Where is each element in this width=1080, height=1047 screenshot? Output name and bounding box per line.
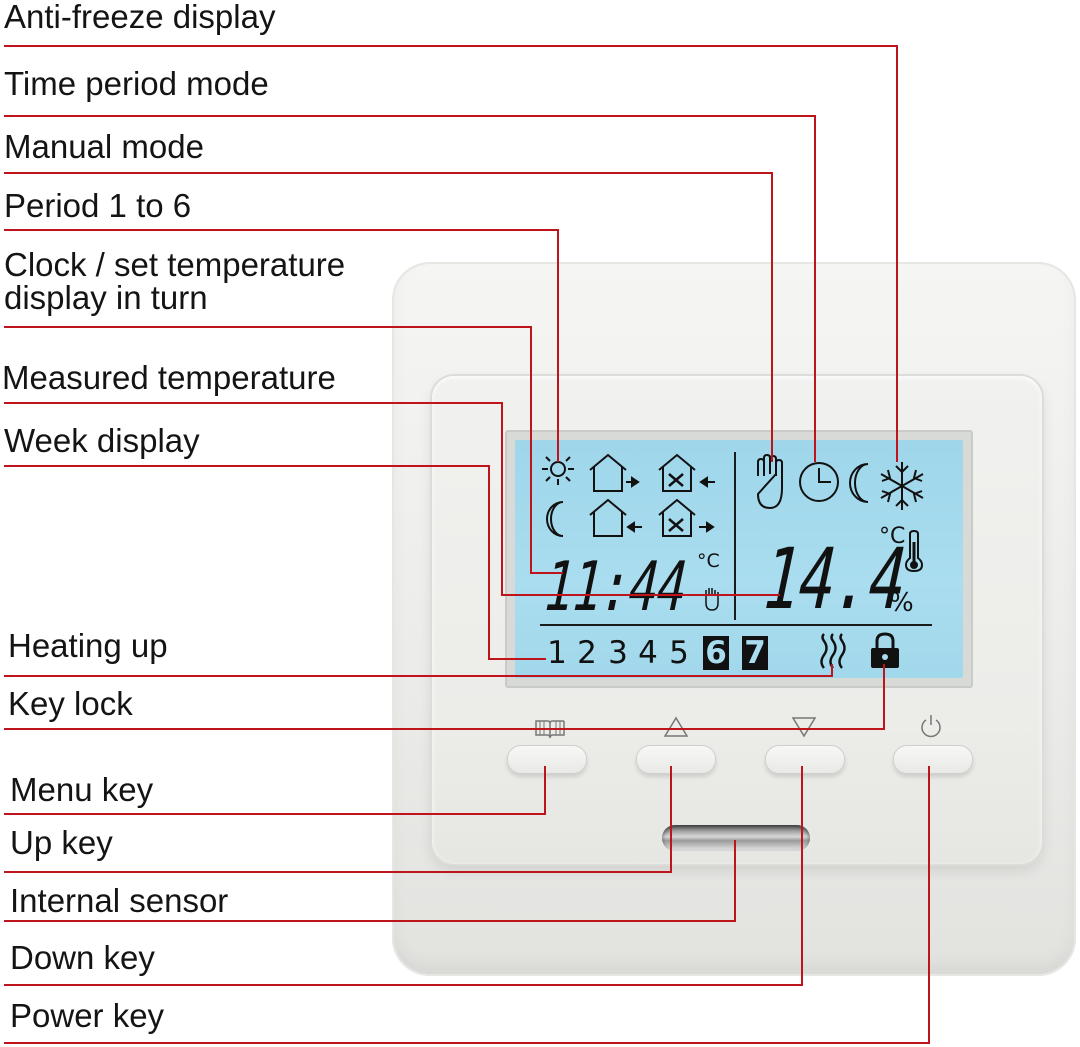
house-return-icon <box>589 498 642 537</box>
label-menu-key: Menu key <box>10 771 154 808</box>
lcd-day-3: 3 <box>608 635 628 671</box>
lcd-day-1: 1 <box>547 635 567 671</box>
label-clock-line1: Clock / set temperature <box>4 246 346 283</box>
label-heating-up: Heating up <box>8 627 168 664</box>
lcd-day-7: 7 <box>742 636 768 670</box>
lcd-divider-vertical <box>734 452 736 620</box>
moon-icon-secondary <box>849 463 869 503</box>
internal-sensor-slot <box>662 825 810 851</box>
lcd-humidity-unit: % <box>889 588 914 618</box>
label-clock-line2: display in turn <box>4 279 208 316</box>
label-week-display: Week display <box>4 422 200 459</box>
lcd-divider-horizontal <box>540 624 932 626</box>
lcd-day-5: 5 <box>669 635 689 671</box>
house-leave-icon <box>589 453 640 492</box>
label-manual-mode: Manual mode <box>4 128 204 165</box>
snowflake-icon <box>880 462 924 510</box>
menu-key-button[interactable] <box>507 745 587 774</box>
label-key-lock: Key lock <box>8 685 133 722</box>
label-anti-freeze: Anti-freeze display <box>4 0 276 35</box>
triangle-down-icon <box>791 717 817 738</box>
hand-icon <box>756 454 783 510</box>
power-key-button[interactable] <box>893 745 973 774</box>
clock-icon <box>799 462 839 502</box>
restaurant-enter-icon <box>658 453 715 492</box>
down-key-button[interactable] <box>765 745 845 774</box>
label-up-key: Up key <box>10 824 113 861</box>
lcd-day-4: 4 <box>638 635 658 671</box>
sun-icon <box>542 453 574 485</box>
lcd-temperature-unit: °C <box>879 524 906 549</box>
label-internal-sensor: Internal sensor <box>10 882 229 919</box>
restaurant-leave-icon <box>658 498 715 537</box>
label-period: Period 1 to 6 <box>4 187 192 224</box>
padlock-icon <box>871 632 899 668</box>
heating-waves-icon <box>820 633 846 669</box>
label-measured-temperature: Measured temperature <box>2 359 336 396</box>
book-icon <box>535 720 565 739</box>
triangle-up-icon <box>663 716 689 737</box>
label-power-key: Power key <box>10 997 165 1034</box>
lcd-day-2: 2 <box>577 635 597 671</box>
lcd-clock-unit: °C <box>697 550 720 572</box>
label-time-period-mode: Time period mode <box>4 65 269 102</box>
label-down-key: Down key <box>10 939 155 976</box>
lcd-day-6: 6 <box>703 636 729 670</box>
hand-icon-small <box>705 588 719 611</box>
thermometer-icon <box>904 530 924 572</box>
power-icon <box>921 715 941 738</box>
up-key-button[interactable] <box>636 745 716 774</box>
moon-icon <box>546 501 564 537</box>
lcd-clock-readout: 11:44 <box>542 548 689 627</box>
